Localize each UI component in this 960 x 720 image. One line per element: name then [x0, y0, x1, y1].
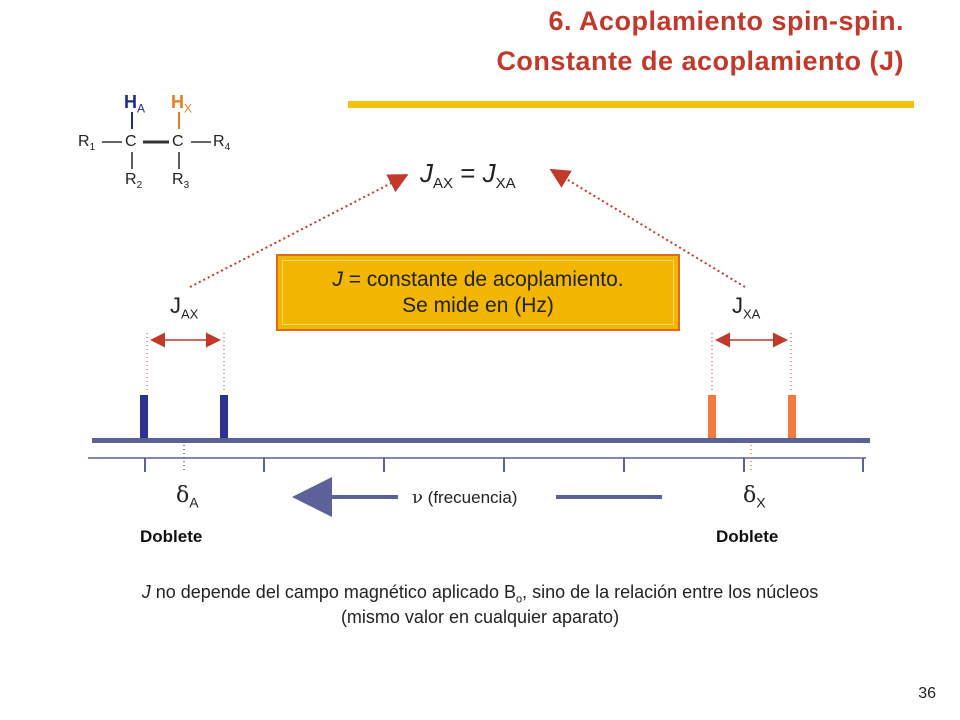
coupling-equation: JAX = JXA	[420, 158, 516, 193]
definition-box: J = constante de acoplamiento. Se mide e…	[276, 254, 680, 331]
peak-x-2	[788, 395, 796, 440]
group-r3: R3	[172, 171, 190, 192]
label-j-xa: JXA	[732, 293, 761, 322]
label-doublet-left: Doblete	[140, 527, 203, 546]
group-r4: R4	[213, 133, 231, 154]
group-r1: R1	[78, 133, 96, 154]
atom-c1: C	[125, 133, 137, 150]
group-r2: R2	[125, 171, 143, 192]
note-line-2: (mismo valor en cualquier aparato)	[340, 607, 620, 627]
dotted-arrow-right	[549, 168, 746, 288]
atom-ha: HA	[124, 92, 146, 116]
scale-ticks	[144, 458, 864, 472]
atom-hx: HX	[171, 92, 193, 116]
definition-line-1: J = constante de acoplamiento.	[332, 268, 624, 292]
definition-line-2: Se mide en (Hz)	[402, 293, 554, 317]
peak-a-1	[140, 395, 148, 440]
atom-c2: C	[172, 133, 184, 150]
label-doublet-right: Doblete	[716, 527, 779, 546]
note-line-1: J no depende del campo magnético aplicad…	[141, 582, 819, 606]
peak-x-1	[708, 395, 716, 440]
spectrum-baseline	[92, 438, 870, 443]
dotted-arrow-left	[189, 174, 409, 288]
peak-a-2	[220, 395, 228, 440]
title-line-2: Constante de acoplamiento (J)	[496, 46, 904, 76]
label-j-ax: JAX	[170, 293, 199, 322]
title-line-1: 6. Acoplamiento spin-spin.	[548, 6, 904, 36]
page-number: 36	[918, 685, 936, 702]
frequency-label: ν (frecuencia)	[412, 487, 518, 508]
label-delta-x: δX	[743, 483, 766, 511]
molecule-bonds	[102, 112, 211, 169]
label-delta-a: δA	[176, 483, 199, 511]
title-underline	[348, 101, 914, 108]
